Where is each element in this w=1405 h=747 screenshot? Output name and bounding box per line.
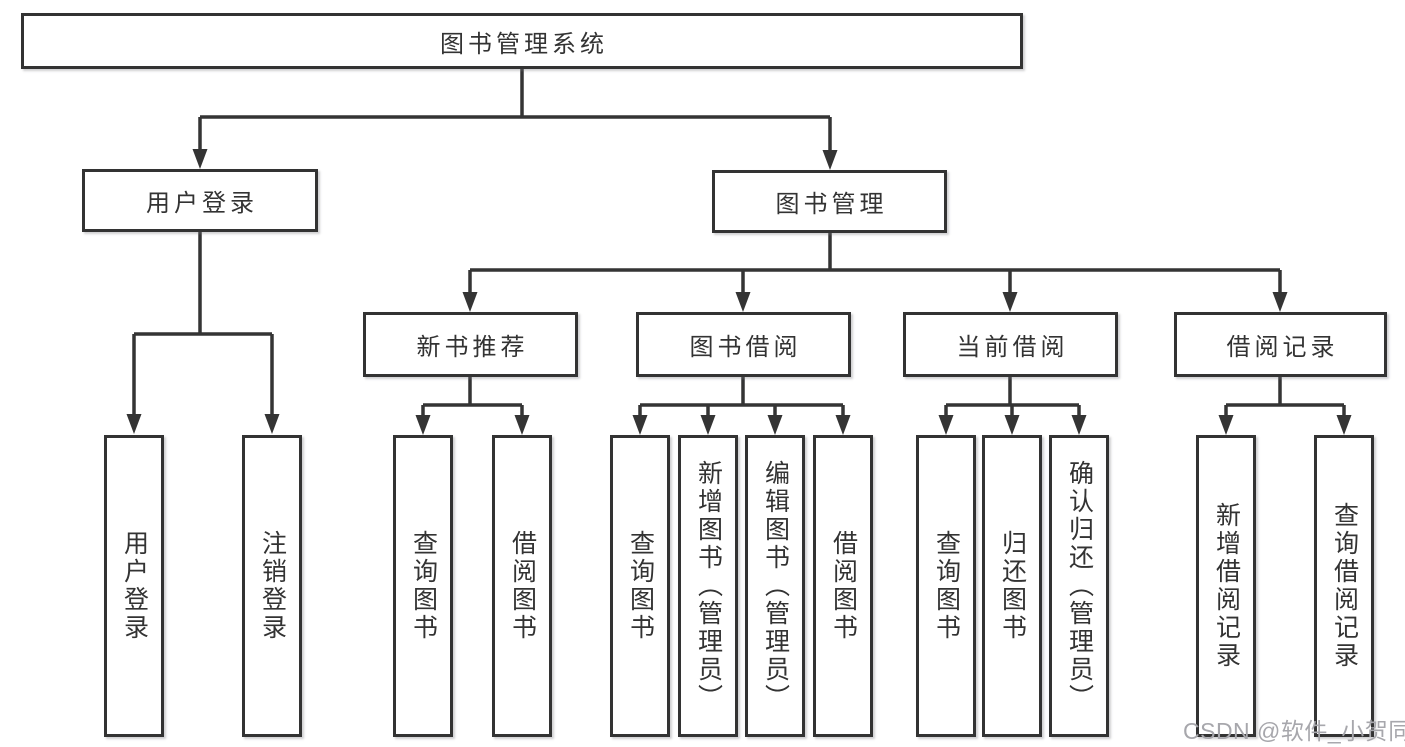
- leaf-records-query-record: 查询借阅记录: [1314, 435, 1374, 737]
- node-book-management: 图书管理: [712, 170, 947, 233]
- node-borrowing-records: 借阅记录: [1174, 312, 1387, 377]
- leaf-current-return-book: 归还图书: [982, 435, 1042, 737]
- node-label: 新增图书（管理员）: [694, 460, 723, 712]
- node-label: 用户登录: [146, 190, 258, 217]
- node-current-borrowing: 当前借阅: [903, 312, 1118, 377]
- leaf-newbooks-borrow-books: 借阅图书: [492, 435, 552, 737]
- leaf-newbooks-query-books: 查询图书: [393, 435, 453, 737]
- node-label: 图书管理系统: [440, 30, 608, 58]
- leaf-borrow-query-books: 查询图书: [610, 435, 670, 737]
- node-label: 查询图书: [409, 530, 438, 642]
- node-label: 借阅记录: [1226, 334, 1339, 361]
- node-label: 当前借阅: [956, 334, 1069, 361]
- node-label: 借阅图书: [508, 530, 537, 642]
- node-label: 用户登录: [120, 530, 149, 642]
- node-label: 归还图书: [998, 530, 1027, 642]
- node-label: 确认归还（管理员）: [1065, 460, 1094, 712]
- leaf-borrow-borrow-books: 借阅图书: [813, 435, 873, 737]
- node-label: 查询图书: [626, 530, 655, 642]
- leaf-borrow-edit-book-admin: 编辑图书（管理员）: [745, 435, 805, 737]
- leaf-borrow-add-book-admin: 新增图书（管理员）: [678, 435, 738, 737]
- node-library-management-system: 图书管理系统: [21, 13, 1023, 69]
- node-label: 查询图书: [932, 530, 961, 642]
- node-label: 图书借阅: [689, 334, 802, 361]
- node-new-book-recommendation: 新书推荐: [363, 312, 578, 377]
- leaf-logout: 注销登录: [242, 435, 302, 737]
- node-user-login: 用户登录: [82, 169, 318, 232]
- node-label: 注销登录: [258, 530, 287, 642]
- node-book-borrowing: 图书借阅: [636, 312, 851, 377]
- watermark-text: CSDN @软件_小贺同学: [1183, 718, 1405, 744]
- node-label: 图书管理: [775, 191, 888, 218]
- node-label: 新书推荐: [416, 334, 529, 361]
- node-label: 编辑图书（管理员）: [761, 460, 790, 712]
- leaf-records-add-record: 新增借阅记录: [1196, 435, 1256, 737]
- leaf-current-confirm-return-admin: 确认归还（管理员）: [1049, 435, 1109, 737]
- node-label: 借阅图书: [829, 530, 858, 642]
- node-label: 查询借阅记录: [1330, 502, 1359, 670]
- leaf-current-query-books: 查询图书: [916, 435, 976, 737]
- node-label: 新增借阅记录: [1212, 502, 1241, 670]
- leaf-user-login: 用户登录: [104, 435, 164, 737]
